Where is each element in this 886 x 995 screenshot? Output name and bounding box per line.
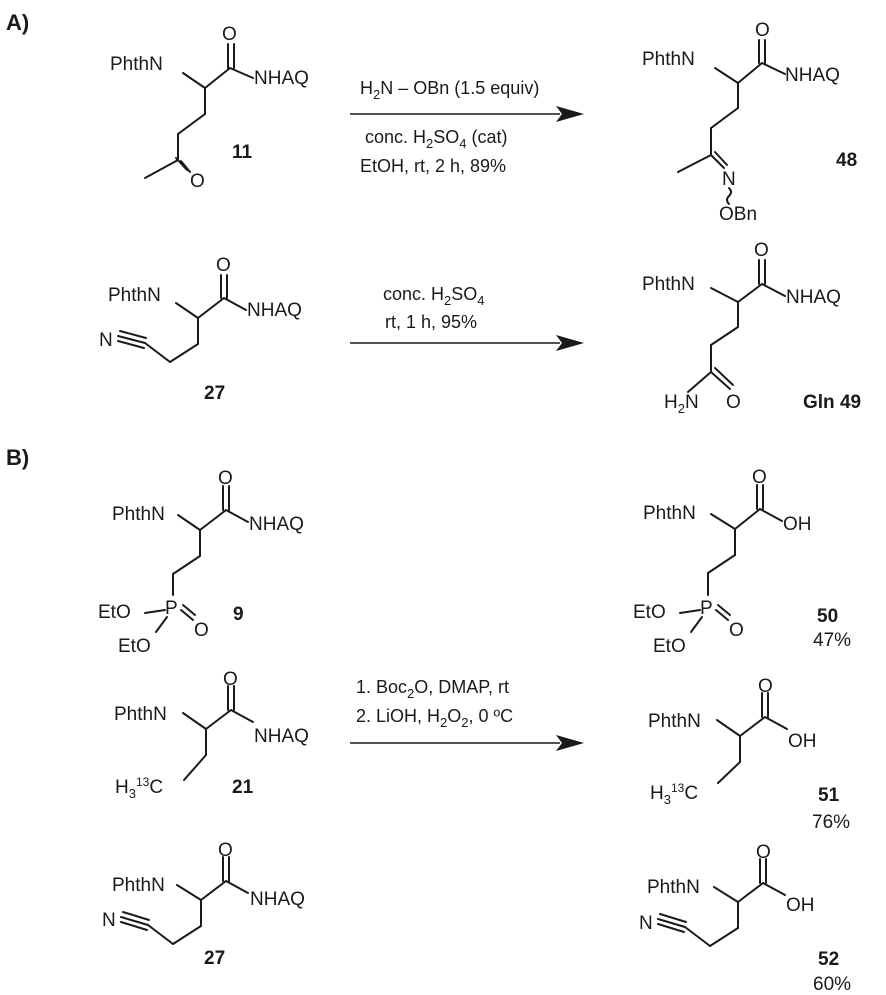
phthn-label: PhthN	[643, 503, 696, 524]
nhaq-label: NHAQ	[250, 889, 305, 910]
compound-49-structure: PhthN O NHAQ H2N O	[642, 240, 841, 416]
nhaq-label: NHAQ	[785, 65, 840, 86]
oh-label: OH	[788, 731, 817, 752]
carbonyl-o-label: O	[756, 842, 771, 863]
yield-51: 76%	[812, 812, 850, 833]
phosphorus-label: P	[165, 598, 178, 619]
nhaq-label: NHAQ	[254, 68, 309, 89]
h3-13c-label: H313C	[115, 775, 163, 801]
eto-label-2: EtO	[118, 636, 151, 657]
condition-line-b-1: 1. Boc2O, DMAP, rt	[356, 677, 509, 701]
carbonyl-o-label: O	[752, 467, 767, 488]
phthn-label: PhthN	[642, 49, 695, 70]
compound-11-structure: PhthN O NHAQ O	[110, 24, 309, 192]
phthn-label: PhthN	[642, 274, 695, 295]
eto-label-1: EtO	[98, 602, 131, 623]
compound-number-27-b: 27	[204, 948, 225, 969]
compound-number-49: Gln 49	[803, 392, 861, 413]
compound-21-structure: PhthN O NHAQ H313C	[114, 669, 309, 801]
phthn-label: PhthN	[648, 711, 701, 732]
condition-line-a2-1: conc. H2SO4	[383, 284, 485, 308]
compound-27-structure-b: PhthN O NHAQ N	[102, 840, 305, 945]
phthn-label: PhthN	[114, 704, 167, 725]
compound-51-structure: PhthN O OH H313C	[648, 676, 817, 807]
oxime-n-label: N	[722, 169, 736, 190]
carbonyl-o-label: O	[754, 240, 769, 261]
carbonyl-o-label: O	[216, 255, 231, 276]
compound-number-27-a: 27	[204, 383, 225, 404]
yield-52: 60%	[813, 974, 851, 995]
nhaq-label: NHAQ	[249, 514, 304, 535]
compound-number-21: 21	[232, 777, 254, 798]
phosphoryl-o-label: O	[729, 620, 744, 641]
oh-label: OH	[783, 514, 812, 535]
nhaq-label: NHAQ	[254, 726, 309, 747]
phthn-label: PhthN	[112, 504, 165, 525]
compound-number-9: 9	[233, 604, 244, 625]
h3-13c-label: H313C	[650, 781, 698, 807]
h2n-label: H2N	[664, 392, 699, 416]
reaction-arrow-a2	[350, 335, 584, 351]
compound-48-structure: PhthN O NHAQ N OBn	[642, 20, 840, 225]
reaction-arrow-a1	[350, 106, 584, 122]
phthn-label: PhthN	[108, 285, 161, 306]
compound-27-structure-a: PhthN O NHAQ N	[99, 255, 302, 363]
carbonyl-o-label: O	[758, 676, 773, 697]
nhaq-label: NHAQ	[247, 300, 302, 321]
carbonyl-o-label: O	[218, 468, 233, 489]
section-label-b: B)	[6, 445, 29, 470]
carbonyl-o-label: O	[222, 24, 237, 45]
compound-number-50: 50	[817, 606, 838, 627]
carbonyl-o-label: O	[218, 840, 233, 861]
eto-label-2: EtO	[653, 636, 686, 657]
compound-50-structure: PhthN O OH P EtO EtO O	[633, 467, 812, 657]
compound-9-structure: PhthN O NHAQ P EtO EtO O	[98, 468, 304, 657]
compound-52-structure: PhthN O OH N	[639, 842, 815, 947]
compound-number-48: 48	[836, 150, 857, 171]
phthn-label: PhthN	[112, 875, 165, 896]
nhaq-label: NHAQ	[786, 287, 841, 308]
ketone-o-label: O	[190, 171, 205, 192]
compound-number-52: 52	[818, 949, 839, 970]
nitrile-n-label: N	[102, 910, 116, 931]
section-label-a: A)	[6, 10, 29, 35]
reaction-arrow-b	[350, 735, 584, 751]
carbonyl-o-label: O	[755, 20, 770, 41]
reagent-line-a1: H2N – OBn (1.5 equiv)	[360, 78, 539, 102]
obn-label: OBn	[719, 204, 757, 225]
carbonyl-o-label: O	[223, 669, 238, 690]
yield-50: 47%	[813, 630, 851, 651]
compound-number-11: 11	[232, 142, 253, 163]
oh-label: OH	[786, 895, 815, 916]
compound-number-51: 51	[818, 785, 840, 806]
condition-line-a1-2: EtOH, rt, 2 h, 89%	[360, 156, 506, 176]
nitrile-n-label: N	[99, 330, 113, 351]
phosphorus-label: P	[700, 598, 713, 619]
condition-line-a1-1: conc. H2SO4 (cat)	[365, 127, 508, 151]
phthn-label: PhthN	[110, 54, 163, 75]
condition-line-a2-2: rt, 1 h, 95%	[385, 312, 477, 332]
phthn-label: PhthN	[647, 877, 700, 898]
condition-line-b-2: 2. LiOH, H2O2, 0 ºC	[356, 706, 513, 730]
eto-label-1: EtO	[633, 602, 666, 623]
amide-o-label: O	[726, 392, 741, 413]
nitrile-n-label: N	[639, 913, 653, 934]
phosphoryl-o-label: O	[194, 620, 209, 641]
